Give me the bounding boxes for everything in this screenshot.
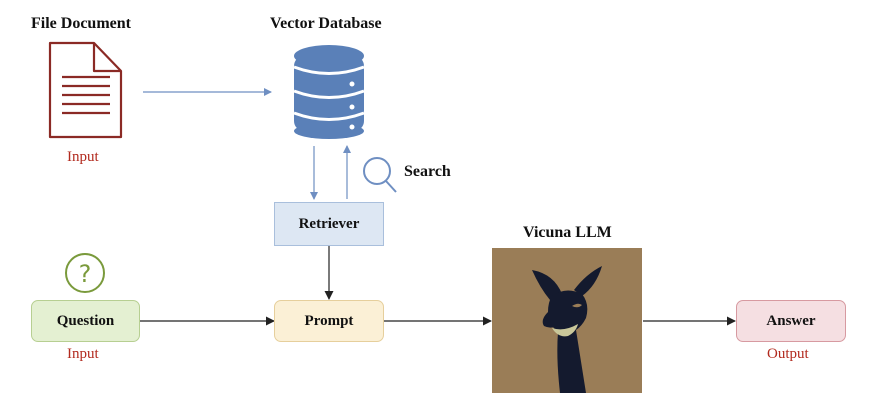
file-document-caption: Input (67, 149, 99, 165)
prompt-label: Prompt (304, 312, 354, 329)
answer-caption: Output (767, 346, 809, 362)
file-document-title: File Document (31, 15, 131, 32)
file-icon (48, 41, 123, 139)
vicuna-llm-title: Vicuna LLM (523, 224, 612, 241)
vicuna-logo-image (492, 248, 642, 393)
prompt-box: Prompt (274, 300, 384, 342)
retriever-label: Retriever (298, 215, 360, 232)
vector-database-title: Vector Database (270, 15, 382, 32)
database-icon (293, 45, 365, 139)
svg-text:?: ? (79, 260, 92, 288)
search-label: Search (404, 163, 451, 180)
retriever-box: Retriever (274, 202, 384, 246)
search-icon (363, 157, 397, 193)
question-label: Question (56, 312, 115, 329)
question-box: Question (31, 300, 140, 342)
answer-label: Answer (766, 312, 816, 329)
vicuna-head-icon (492, 248, 642, 393)
answer-box: Answer (736, 300, 846, 342)
question-icon: ? (65, 253, 105, 293)
question-caption: Input (67, 346, 99, 362)
